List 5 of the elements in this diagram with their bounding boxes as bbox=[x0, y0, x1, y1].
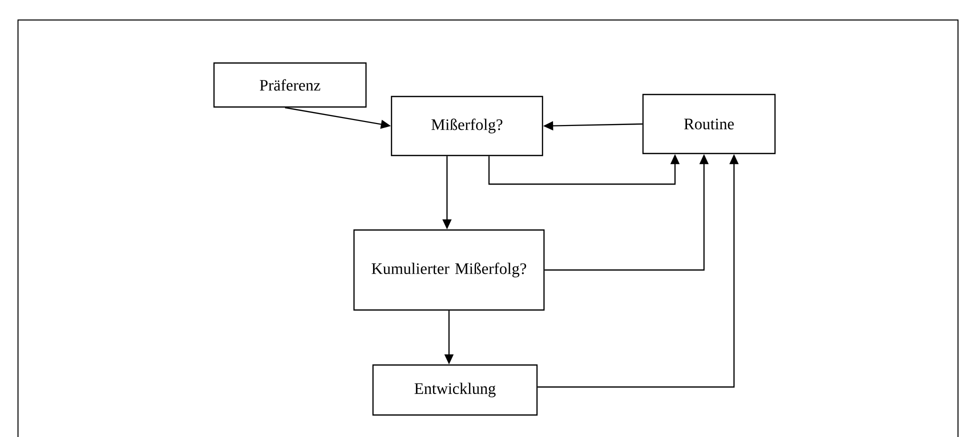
process-box: Kumulierter Mißerfolg? bbox=[353, 229, 545, 311]
process-box: Entwicklung bbox=[372, 364, 538, 416]
process-box: Mißerfolg? bbox=[390, 96, 544, 156]
process-box: Routine bbox=[642, 94, 776, 154]
process-box: Präferenz bbox=[213, 62, 367, 108]
